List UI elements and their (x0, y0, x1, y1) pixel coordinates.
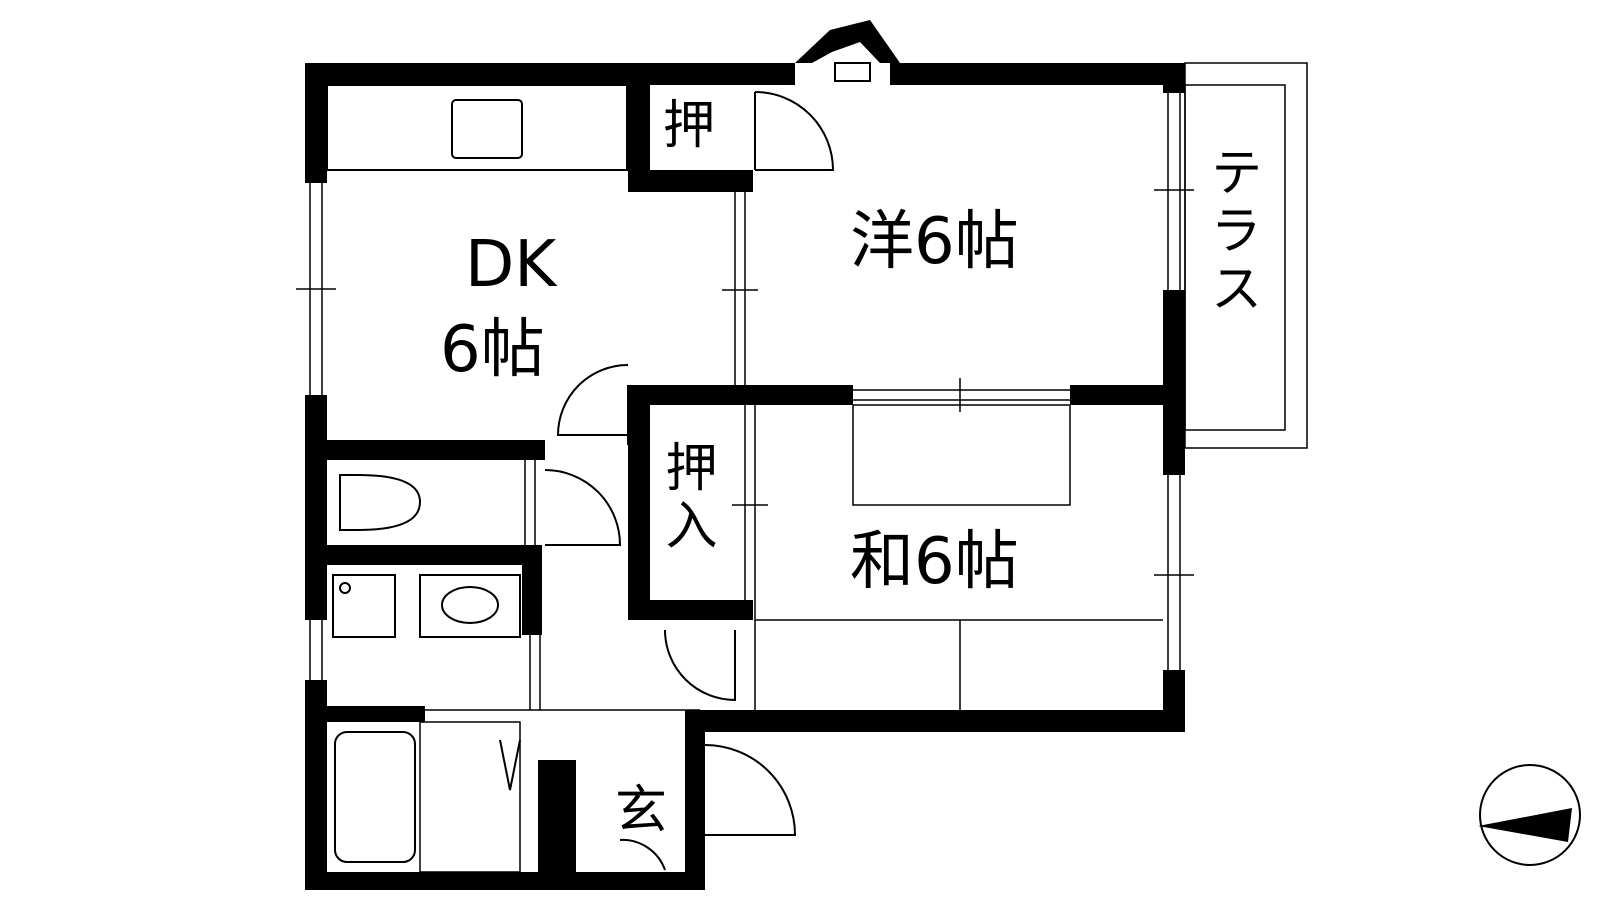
terrace-label: テラス (1201, 145, 1261, 319)
western-room-label: 洋6帖 (850, 205, 1019, 279)
north-arrow-icon (1478, 764, 1581, 866)
shoe-box-label: 下足箱 (543, 785, 567, 851)
japanese-room-label: 和6帖 (850, 525, 1019, 599)
doors (544, 91, 835, 871)
dk-label-line1: DK (465, 228, 557, 302)
partitions (524, 192, 768, 710)
interior-walls (305, 85, 1185, 890)
windows (296, 93, 1194, 680)
vent (795, 20, 900, 82)
dk-label-line2: 6帖 (440, 313, 545, 387)
entrance-label: 玄 (615, 781, 668, 841)
closet-mid-label: 押入 (656, 440, 716, 556)
fixtures (326, 62, 1308, 876)
closet-top-label: 押 (663, 96, 716, 156)
